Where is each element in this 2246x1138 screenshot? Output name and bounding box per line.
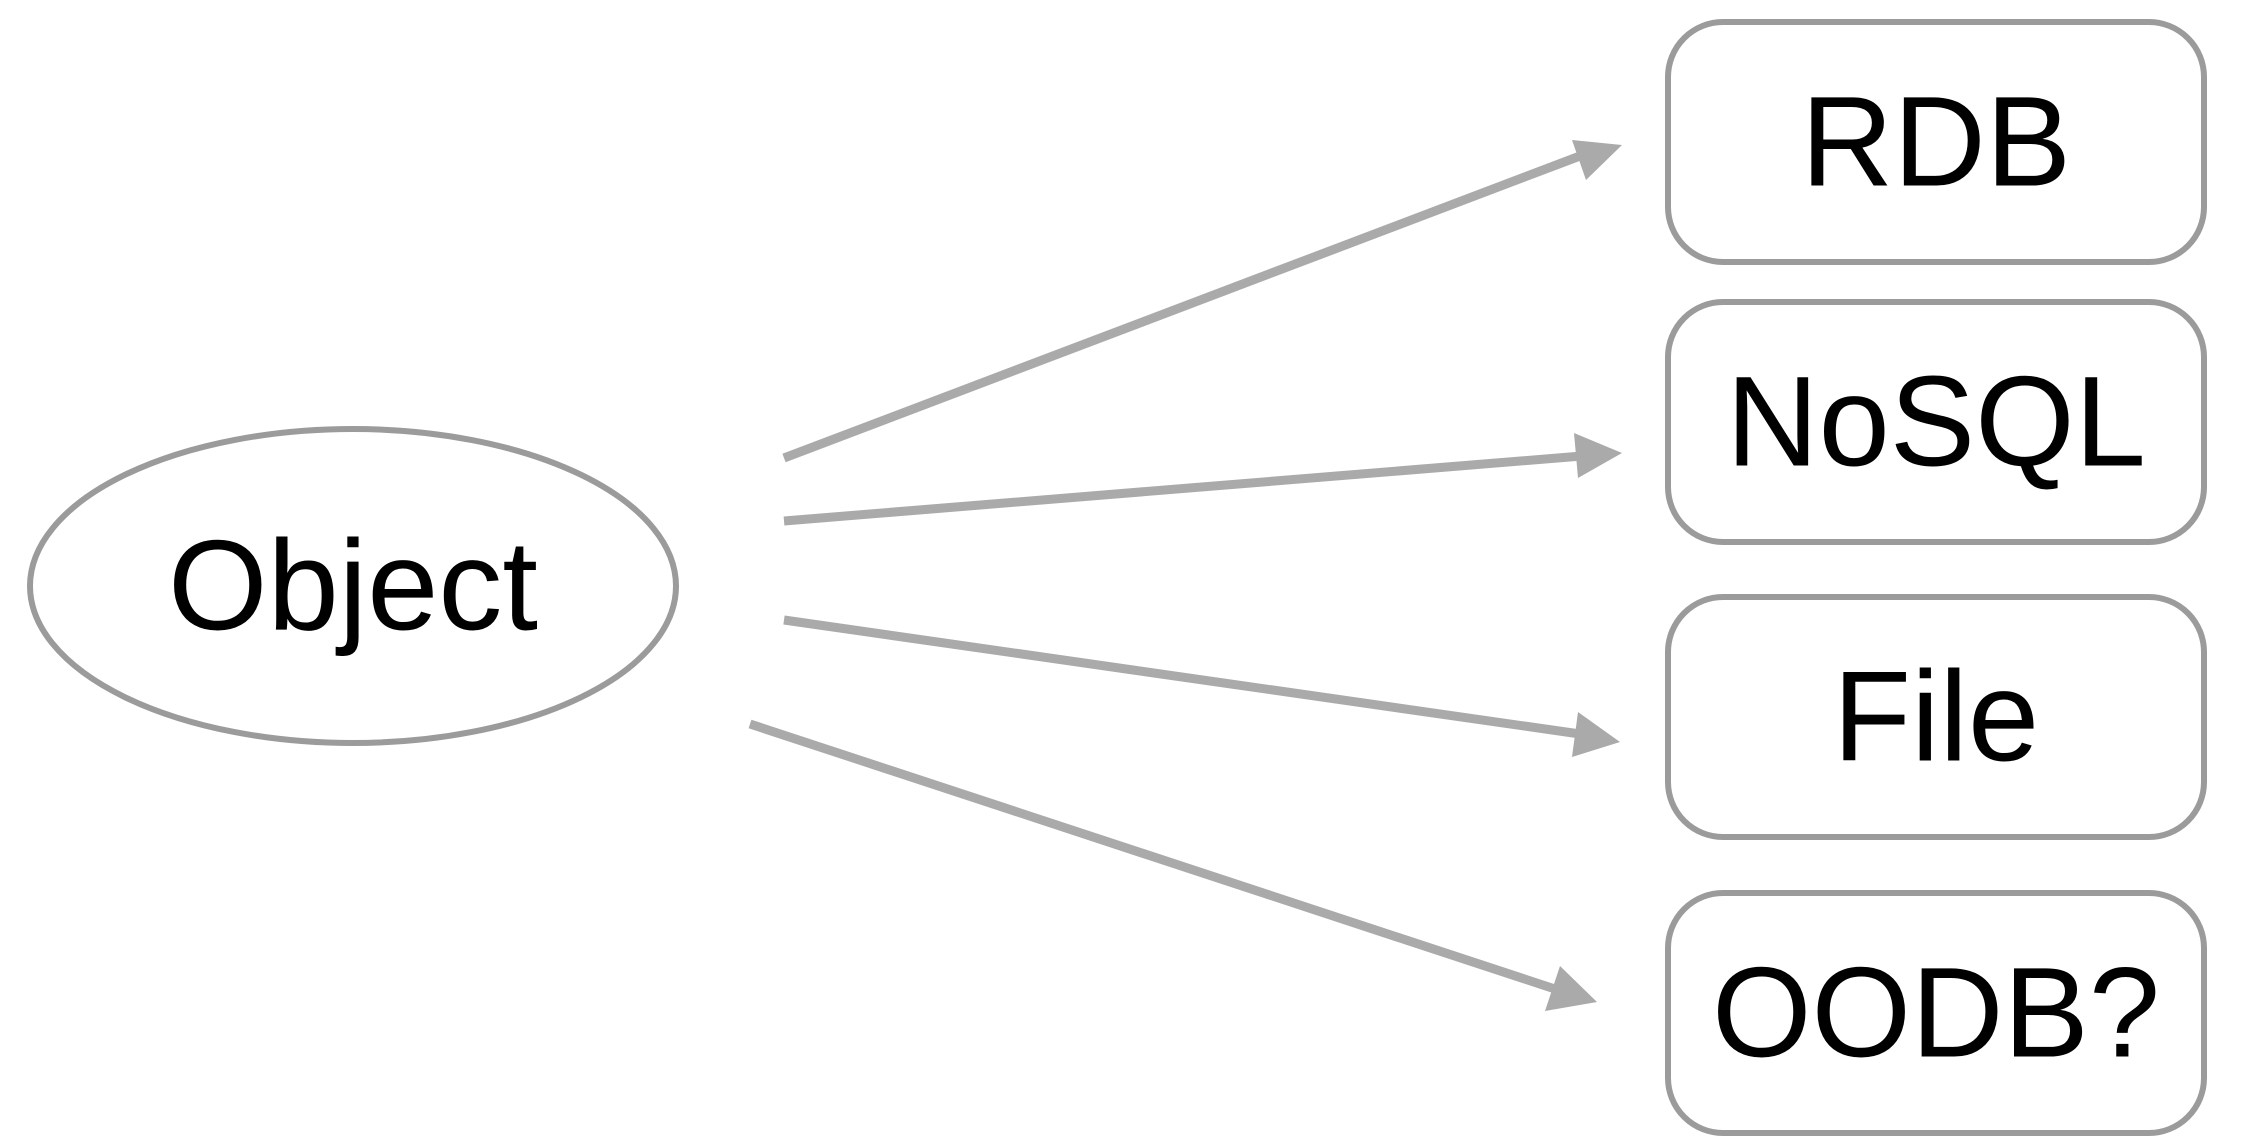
target-node-oodb: OODB? xyxy=(1665,890,2207,1136)
target-node-nosql: NoSQL xyxy=(1665,299,2207,545)
target-node-file-label: File xyxy=(1833,646,2039,789)
arrow-to-nosql xyxy=(783,433,1622,526)
target-node-nosql-shape xyxy=(1665,299,2207,545)
arrow-to-oodb xyxy=(748,719,1597,1011)
target-node-oodb-label: OODB? xyxy=(1712,942,2160,1085)
source-node-label: Object xyxy=(168,515,538,658)
arrow-to-nosql-shaft xyxy=(783,451,1583,526)
target-node-oodb-shape xyxy=(1665,890,2207,1136)
target-node-file: File xyxy=(1665,594,2207,840)
arrow-to-rdb-shaft xyxy=(782,151,1582,463)
arrow-to-oodb-head xyxy=(1545,966,1597,1011)
target-node-nosql-label: NoSQL xyxy=(1726,351,2146,494)
target-node-rdb-shape xyxy=(1665,19,2207,265)
target-node-rdb-label: RDB xyxy=(1801,71,2071,214)
source-node: Object xyxy=(27,426,679,746)
arrow-to-file-head xyxy=(1572,712,1620,757)
target-node-rdb: RDB xyxy=(1665,19,2207,265)
arrow-to-file xyxy=(783,615,1620,757)
arrow-to-nosql-head xyxy=(1574,433,1622,478)
source-node-shape xyxy=(27,426,679,746)
arrow-to-rdb xyxy=(782,140,1622,463)
arrow-to-oodb-shaft xyxy=(748,719,1560,995)
arrow-to-rdb-head xyxy=(1572,140,1622,180)
target-node-file-shape xyxy=(1665,594,2207,840)
arrow-to-file-shaft xyxy=(783,615,1581,739)
